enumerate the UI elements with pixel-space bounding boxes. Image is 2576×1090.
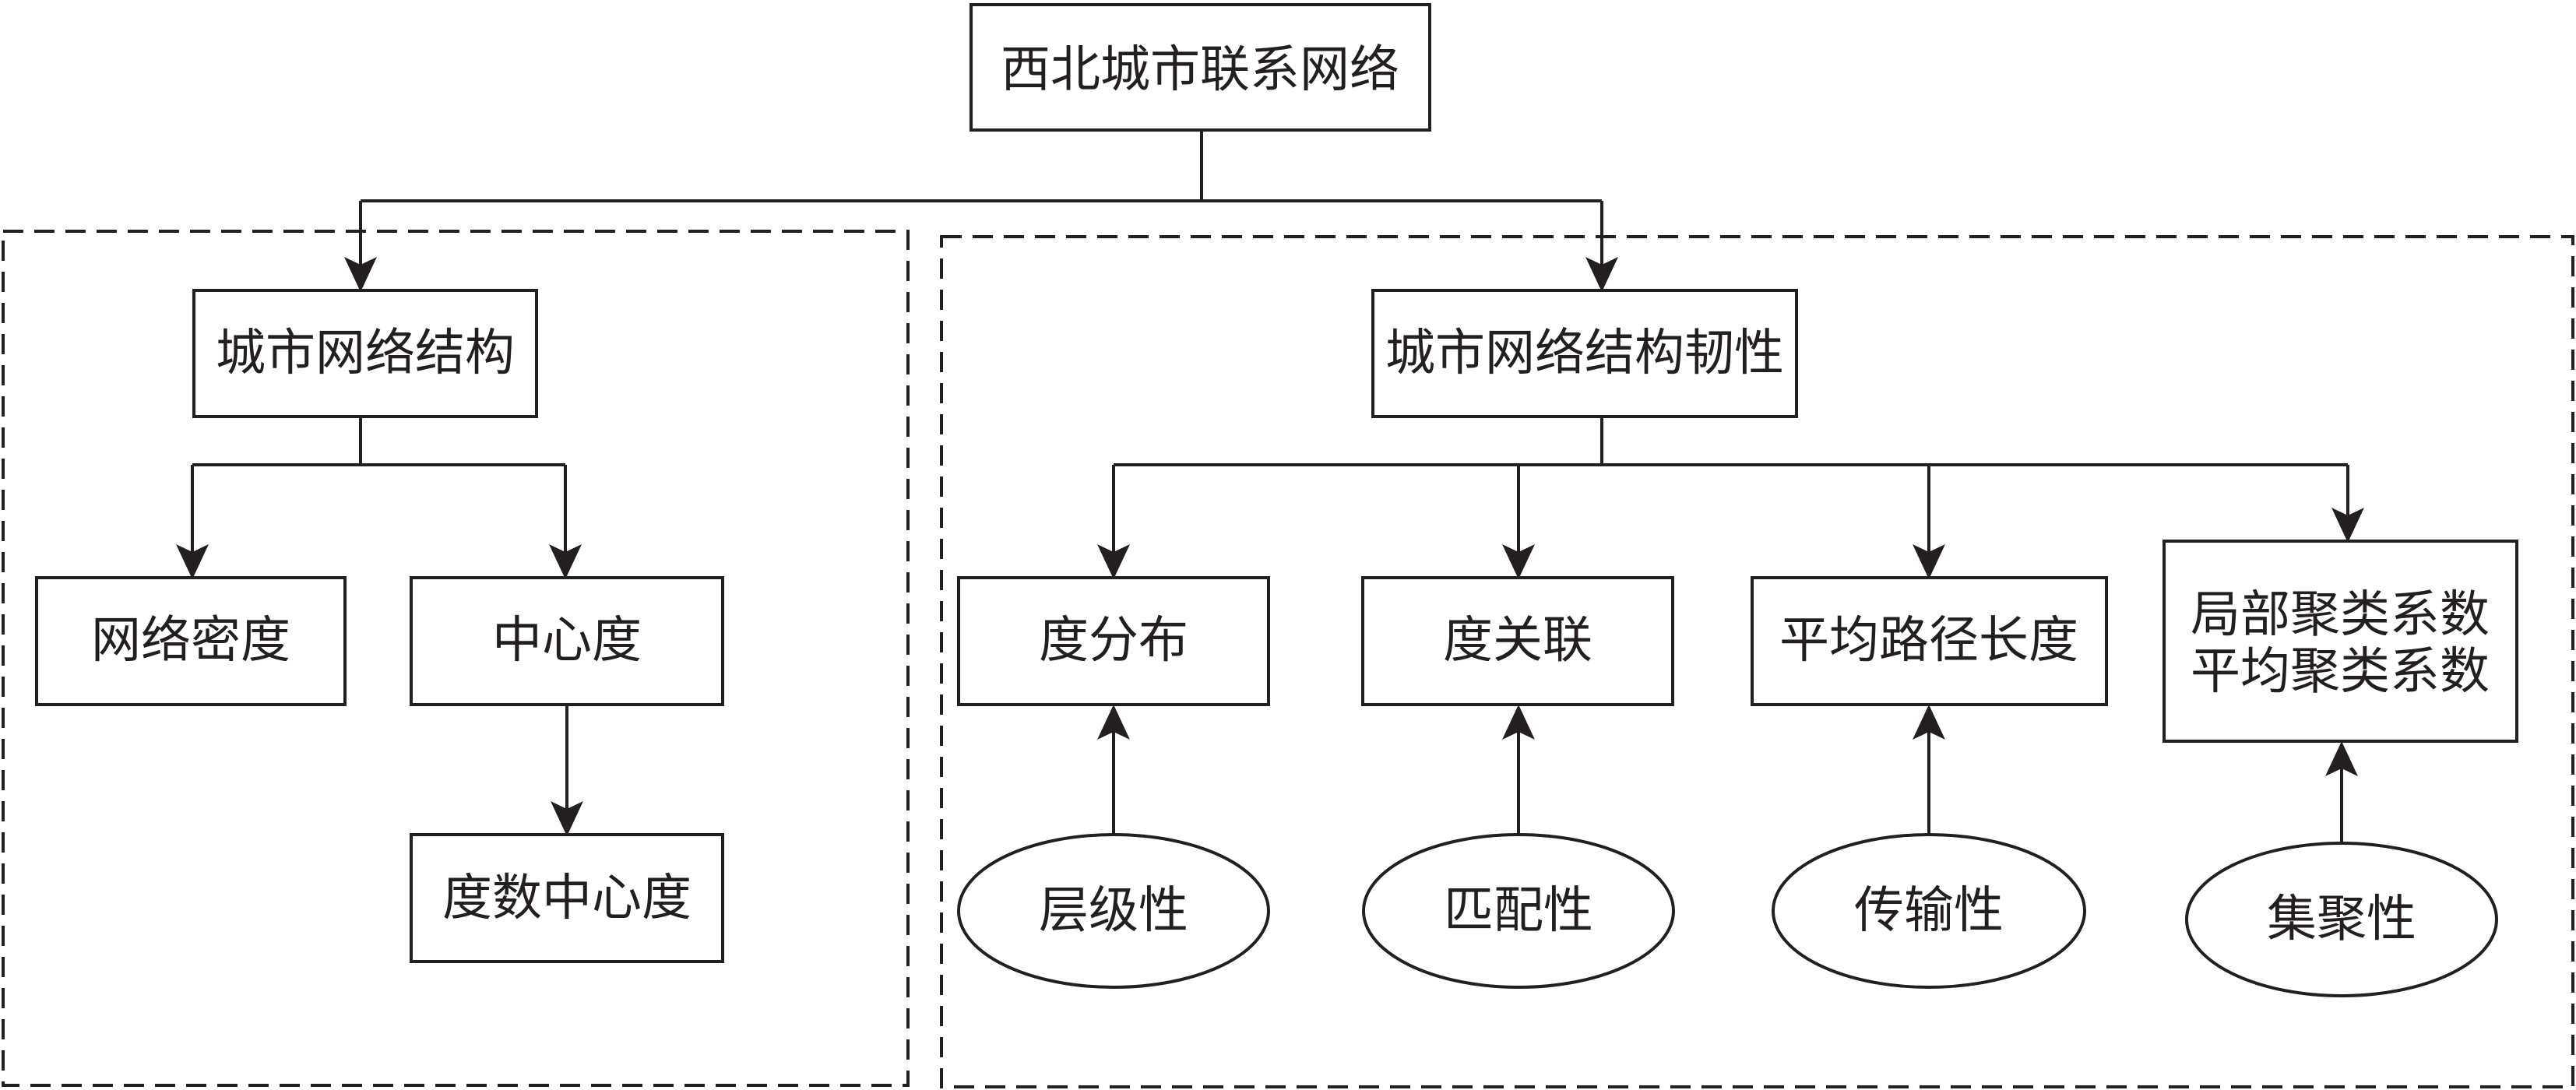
arrowhead-up	[1097, 705, 1130, 740]
arrowhead-down	[2331, 508, 2364, 543]
arrowhead-up	[1502, 705, 1535, 740]
property-label: 集聚性	[2267, 891, 2416, 948]
metric-box-clustering	[2163, 540, 2518, 743]
arrowhead-down	[1913, 544, 1945, 579]
arrowhead-down	[1585, 257, 1618, 292]
arrowhead-down	[344, 257, 377, 292]
right-group-frame	[940, 235, 2574, 1088]
arrowhead-up	[2325, 741, 2358, 776]
arrowhead-down	[1097, 544, 1130, 579]
left-head-connector	[192, 417, 565, 466]
property-label: 传输性	[1854, 882, 2004, 940]
metric-label: 平均路径长度	[1779, 612, 2078, 670]
density-label: 网络密度	[91, 612, 290, 670]
metric-label: 度分布	[1039, 612, 1188, 670]
left-head-box	[192, 289, 538, 418]
right-head-connector	[1114, 417, 2348, 466]
left-group-frame	[2, 230, 910, 1087]
root-connector	[361, 130, 1602, 202]
right-head-label: 城市网络结构韧性	[1385, 325, 1784, 382]
metric-label-line2: 平均聚类系数	[2191, 643, 2490, 701]
arrowhead-down	[551, 801, 583, 836]
arrowhead-up	[1913, 705, 1945, 740]
arrowhead-down	[549, 544, 582, 579]
metric-box-degree-assortativity	[1361, 576, 1674, 706]
metric-label-line1: 局部聚类系数	[2191, 586, 2490, 644]
left-head-label: 城市网络结构	[216, 325, 515, 382]
right-head-box	[1371, 289, 1798, 418]
metric-label: 度关联	[1443, 612, 1592, 670]
property-label: 层级性	[1039, 882, 1188, 940]
centrality-label: 中心度	[492, 612, 642, 670]
root-label: 西北城市联系网络	[1001, 41, 1399, 99]
degree-centrality-label: 度数中心度	[442, 870, 692, 927]
arrowhead-down	[1502, 544, 1535, 579]
arrowhead-down	[176, 544, 209, 579]
density-box	[35, 576, 347, 706]
property-label: 匹配性	[1444, 882, 1593, 940]
